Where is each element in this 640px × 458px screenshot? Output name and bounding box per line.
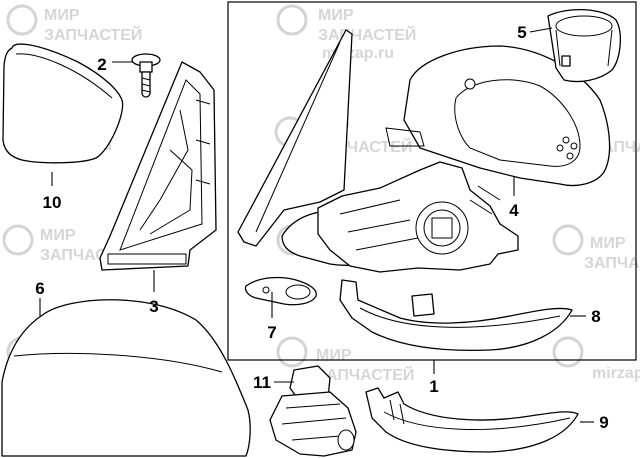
callout-7: 7 <box>267 323 276 342</box>
callout-1: 1 <box>429 377 438 396</box>
leader-lines <box>39 27 594 423</box>
part-3-bracket <box>99 61 217 271</box>
part-10-mirror-glass <box>2 43 124 164</box>
callout-5: 5 <box>517 23 526 42</box>
watermark-line-1: МИР <box>40 227 76 244</box>
leader-5 <box>529 27 553 33</box>
callout-2: 2 <box>97 55 106 74</box>
watermark-line-2: ЗАПЧАСТЕЙ <box>584 253 640 272</box>
assembly-frame <box>227 1 637 361</box>
watermark-top-left: МИР ЗАПЧАСТЕЙ <box>6 4 142 44</box>
watermark-domain: mirzap.ru <box>592 365 640 382</box>
callout-4: 4 <box>509 201 519 220</box>
part-2-screw <box>131 53 161 98</box>
watermark-line-2: ЗАПЧАСТЕЙ <box>44 25 142 44</box>
watermark-line-1: МИР <box>318 7 354 24</box>
part-7-small-bracket <box>244 276 317 306</box>
callout-10: 10 <box>43 193 62 212</box>
callout-3: 3 <box>149 297 158 316</box>
mirror-mechanism <box>317 161 519 273</box>
callout-9: 9 <box>599 413 608 432</box>
part-11-actuator <box>269 365 357 457</box>
part-9-turn-signal <box>365 387 579 453</box>
part-5-motor <box>547 8 622 83</box>
callout-labels: 10 2 3 6 5 4 7 8 9 1 11 <box>35 23 608 432</box>
watermark-line-1: МИР <box>44 7 80 24</box>
callout-11: 11 <box>253 373 271 392</box>
part-4-housing-frame <box>385 45 611 187</box>
watermark-line-1: МИР <box>590 235 626 252</box>
watermark-bottom-right: mirzap.ru <box>552 336 640 382</box>
watermark-lower-right: МИР ЗАПЧАСТЕЙ <box>552 224 640 272</box>
part-8-turn-signal <box>339 279 573 351</box>
watermark-line-1: МИР <box>316 347 352 364</box>
watermark-line-2: ЗАПЧАСТЕЙ <box>316 365 414 384</box>
callout-6: 6 <box>35 279 44 298</box>
watermark-line-2: ЗАПЧАСТЕЙ <box>318 25 416 44</box>
callout-8: 8 <box>591 307 600 326</box>
part-6-mirror-cover <box>1 299 251 457</box>
